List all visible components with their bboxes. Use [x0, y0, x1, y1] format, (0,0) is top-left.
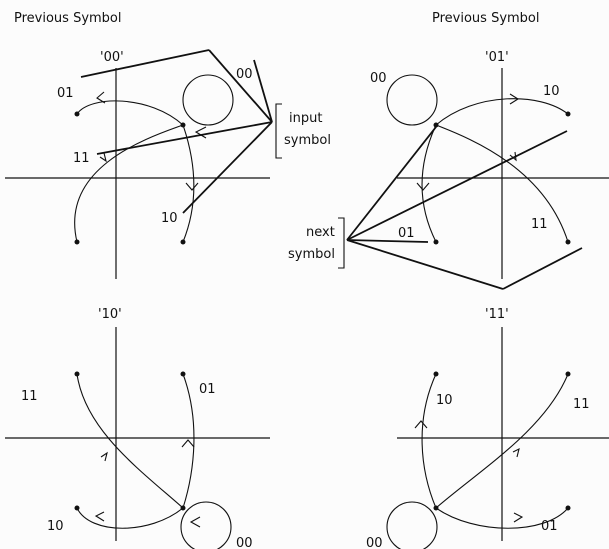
- quadrant-10-label-11: 11: [21, 389, 38, 404]
- quadrant-01-label-10: 10: [543, 84, 560, 99]
- quadrant-00-curve-01: [76, 100, 184, 126]
- next-symbol-pointers: next symbol: [288, 126, 583, 290]
- quadrant-00-arrow-01: [96, 91, 106, 104]
- quadrant-01-arrow-01: [416, 182, 430, 191]
- quadrant-11-label-01: 01: [541, 519, 558, 534]
- quadrant-01-title: '01': [485, 50, 509, 65]
- quadrant-01-point-11: [565, 239, 571, 245]
- quadrant-10-label-01: 01: [199, 382, 216, 397]
- quadrant-00-curve-10: [182, 124, 195, 243]
- quadrant-00-title: '00': [100, 50, 124, 65]
- quadrant-11-curve-01: [435, 507, 569, 529]
- quadrant-10-point-00: [180, 505, 186, 511]
- quadrant-10-title: '10': [98, 307, 122, 322]
- quadrant-10-curve-11: [76, 373, 184, 509]
- quadrant-11-arrow-10: [414, 420, 428, 429]
- quadrant-01-arrow-10: [509, 93, 520, 105]
- next-symbol-bracket: [338, 217, 345, 269]
- input-symbol-bracket: [275, 103, 282, 159]
- quadrant-00-point-01: [74, 111, 80, 117]
- quadrant-01-label-00: 00: [370, 71, 387, 86]
- quadrant-11-point-00: [433, 505, 439, 511]
- next-symbol-label-line1: next: [306, 225, 335, 240]
- quadrant-10-self-loop: [180, 501, 232, 549]
- quadrant-10-point-11: [74, 371, 80, 377]
- quadrant-01-point-01: [433, 239, 439, 245]
- quadrant-10-curve-01: [182, 373, 195, 509]
- header-left: Previous Symbol: [14, 11, 122, 26]
- quadrant-10-label-10: 10: [47, 519, 64, 534]
- quadrant-11: '11' 10 11 00 01: [366, 307, 609, 549]
- quadrant-11-label-10: 10: [436, 393, 453, 408]
- quadrant-01-curve-11: [435, 124, 569, 243]
- quadrant-00-point-11: [74, 239, 80, 245]
- quadrant-10-curve-10: [76, 507, 184, 529]
- input-symbol-label-line2: symbol: [284, 133, 331, 148]
- quadrant-10-arrow-10: [94, 511, 105, 522]
- quadrant-10-arrow-11: [100, 451, 108, 462]
- quadrant-00-curve-11: [74, 124, 184, 243]
- quadrant-10-label-00: 00: [236, 536, 253, 549]
- quadrant-11-title: '11': [485, 307, 509, 322]
- quadrant-01-point-00: [433, 122, 439, 128]
- quadrant-10-point-01: [180, 371, 186, 377]
- quadrant-00-loop-arrow: [194, 126, 207, 139]
- quadrant-01-label-01: 01: [398, 226, 415, 241]
- quadrant-11-label-11: 11: [573, 397, 590, 412]
- input-symbol-label-line1: input: [289, 111, 322, 126]
- quadrant-00-label-10: 10: [161, 211, 178, 226]
- quadrant-01-point-10: [565, 111, 571, 117]
- input-symbol-pointers: input symbol: [80, 49, 331, 214]
- quadrant-11-self-loop: [386, 501, 438, 549]
- quadrant-11-point-11: [565, 371, 571, 377]
- quadrant-11-label-00: 00: [366, 536, 383, 549]
- quadrant-11-point-01: [565, 505, 571, 511]
- quadrant-10-arrow-01: [181, 439, 195, 448]
- next-symbol-label-line2: symbol: [288, 247, 335, 262]
- header-right: Previous Symbol: [432, 11, 540, 26]
- quadrant-00-arrow-11: [99, 152, 107, 163]
- quadrant-10: '10' 11 01 10 00: [5, 307, 270, 549]
- quadrant-00-arrow-10: [185, 182, 199, 191]
- quadrant-00-point-10: [180, 239, 186, 245]
- quadrant-11-point-10: [433, 371, 439, 377]
- quadrant-11-arrow-11: [512, 447, 520, 458]
- quadrant-01-arrow-11: [509, 151, 517, 162]
- quadrant-01-self-loop: [386, 74, 438, 126]
- quadrant-00-label-00: 00: [236, 67, 253, 82]
- quadrant-00-point-00: [180, 122, 186, 128]
- quadrant-11-arrow-01: [513, 512, 524, 523]
- quadrant-11-curve-11: [435, 373, 569, 509]
- quadrant-00-label-01: 01: [57, 86, 74, 101]
- quadrant-01-curve-01: [421, 124, 437, 243]
- quadrant-00-label-11: 11: [73, 151, 90, 166]
- quadrant-01: '01' 00 10 01 11: [370, 50, 609, 279]
- quadrant-10-point-10: [74, 505, 80, 511]
- quadrant-10-loop-arrow: [189, 516, 201, 528]
- quadrant-11-curve-10: [421, 373, 437, 509]
- quadrant-00-self-loop: [182, 74, 234, 126]
- quadrant-01-label-11: 11: [531, 217, 548, 232]
- quadrant-01-curve-10: [435, 98, 569, 126]
